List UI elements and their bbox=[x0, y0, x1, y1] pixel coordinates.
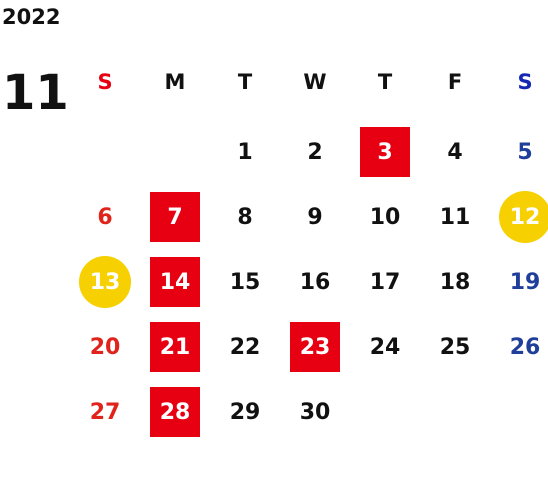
day-cell[interactable]: 24 bbox=[350, 321, 420, 373]
day-number: 25 bbox=[439, 334, 471, 360]
week-row: 13 14 15 16 17 18 19 bbox=[70, 256, 548, 308]
week-row: 6 7 8 9 10 11 12 bbox=[70, 191, 548, 243]
day-cell[interactable]: 16 bbox=[280, 256, 350, 308]
day-number: 6 bbox=[97, 204, 113, 230]
day-cell[interactable]: 5 bbox=[490, 126, 548, 178]
day-number: 15 bbox=[229, 269, 261, 295]
empty-day-cell bbox=[490, 386, 548, 438]
day-cell[interactable]: 14 bbox=[140, 256, 210, 308]
day-number: 16 bbox=[299, 269, 331, 295]
weekday-header-sat: S bbox=[517, 70, 533, 94]
day-number: 8 bbox=[237, 204, 253, 230]
day-cell[interactable]: 23 bbox=[280, 321, 350, 373]
day-number: 1 bbox=[237, 139, 253, 165]
calendar-year: 2022 bbox=[2, 5, 61, 29]
day-number: 17 bbox=[369, 269, 401, 295]
day-number: 29 bbox=[229, 399, 261, 425]
day-number: 23 bbox=[290, 322, 340, 372]
week-row: 20 21 22 23 24 25 26 bbox=[70, 321, 548, 373]
weekday-header-wed: W bbox=[303, 70, 327, 94]
week-row: 1 2 3 4 5 bbox=[70, 126, 548, 178]
day-number: 21 bbox=[150, 322, 200, 372]
day-number: 9 bbox=[307, 204, 323, 230]
day-cell[interactable]: 7 bbox=[140, 191, 210, 243]
empty-day-cell bbox=[70, 126, 140, 178]
day-number: 26 bbox=[509, 334, 541, 360]
day-cell[interactable]: 15 bbox=[210, 256, 280, 308]
day-cell[interactable]: 17 bbox=[350, 256, 420, 308]
day-number: 11 bbox=[439, 204, 471, 230]
weekday-header-row: S M T W T F S bbox=[70, 56, 548, 108]
day-number: 7 bbox=[150, 192, 200, 242]
day-number: 14 bbox=[150, 257, 200, 307]
day-number: 3 bbox=[360, 127, 410, 177]
day-cell[interactable]: 3 bbox=[350, 126, 420, 178]
weekday-header-fri: F bbox=[447, 70, 463, 94]
day-number: 10 bbox=[369, 204, 401, 230]
day-cell[interactable]: 27 bbox=[70, 386, 140, 438]
day-number: 4 bbox=[447, 139, 463, 165]
day-cell[interactable]: 28 bbox=[140, 386, 210, 438]
calendar-month: 11 bbox=[2, 65, 69, 121]
day-number: 20 bbox=[89, 334, 121, 360]
day-cell[interactable]: 1 bbox=[210, 126, 280, 178]
day-number: 27 bbox=[89, 399, 121, 425]
day-number: 28 bbox=[150, 387, 200, 437]
weekday-header-mon: M bbox=[164, 70, 186, 94]
weekday-header-tue: T bbox=[237, 70, 253, 94]
day-cell[interactable]: 10 bbox=[350, 191, 420, 243]
day-number: 22 bbox=[229, 334, 261, 360]
day-number: 5 bbox=[517, 139, 533, 165]
day-number: 13 bbox=[79, 256, 131, 308]
day-cell[interactable]: 9 bbox=[280, 191, 350, 243]
empty-day-cell bbox=[350, 386, 420, 438]
day-number: 2 bbox=[307, 139, 323, 165]
weekday-header-sun: S bbox=[97, 70, 113, 94]
weekday-header-thu: T bbox=[377, 70, 393, 94]
day-cell[interactable]: 30 bbox=[280, 386, 350, 438]
day-cell[interactable]: 25 bbox=[420, 321, 490, 373]
day-number: 12 bbox=[499, 191, 548, 243]
day-cell[interactable]: 21 bbox=[140, 321, 210, 373]
day-cell[interactable]: 18 bbox=[420, 256, 490, 308]
day-cell[interactable]: 13 bbox=[70, 256, 140, 308]
day-cell[interactable]: 20 bbox=[70, 321, 140, 373]
day-cell[interactable]: 22 bbox=[210, 321, 280, 373]
day-cell[interactable]: 8 bbox=[210, 191, 280, 243]
day-cell[interactable]: 26 bbox=[490, 321, 548, 373]
day-cell[interactable]: 4 bbox=[420, 126, 490, 178]
day-cell[interactable]: 2 bbox=[280, 126, 350, 178]
week-row: 27 28 29 30 bbox=[70, 386, 548, 438]
day-number: 24 bbox=[369, 334, 401, 360]
empty-day-cell bbox=[420, 386, 490, 438]
day-number: 19 bbox=[509, 269, 541, 295]
day-cell[interactable]: 29 bbox=[210, 386, 280, 438]
day-cell[interactable]: 12 bbox=[490, 191, 548, 243]
day-number: 18 bbox=[439, 269, 471, 295]
day-cell[interactable]: 11 bbox=[420, 191, 490, 243]
day-cell[interactable]: 19 bbox=[490, 256, 548, 308]
day-number: 30 bbox=[299, 399, 331, 425]
day-cell[interactable]: 6 bbox=[70, 191, 140, 243]
empty-day-cell bbox=[140, 126, 210, 178]
